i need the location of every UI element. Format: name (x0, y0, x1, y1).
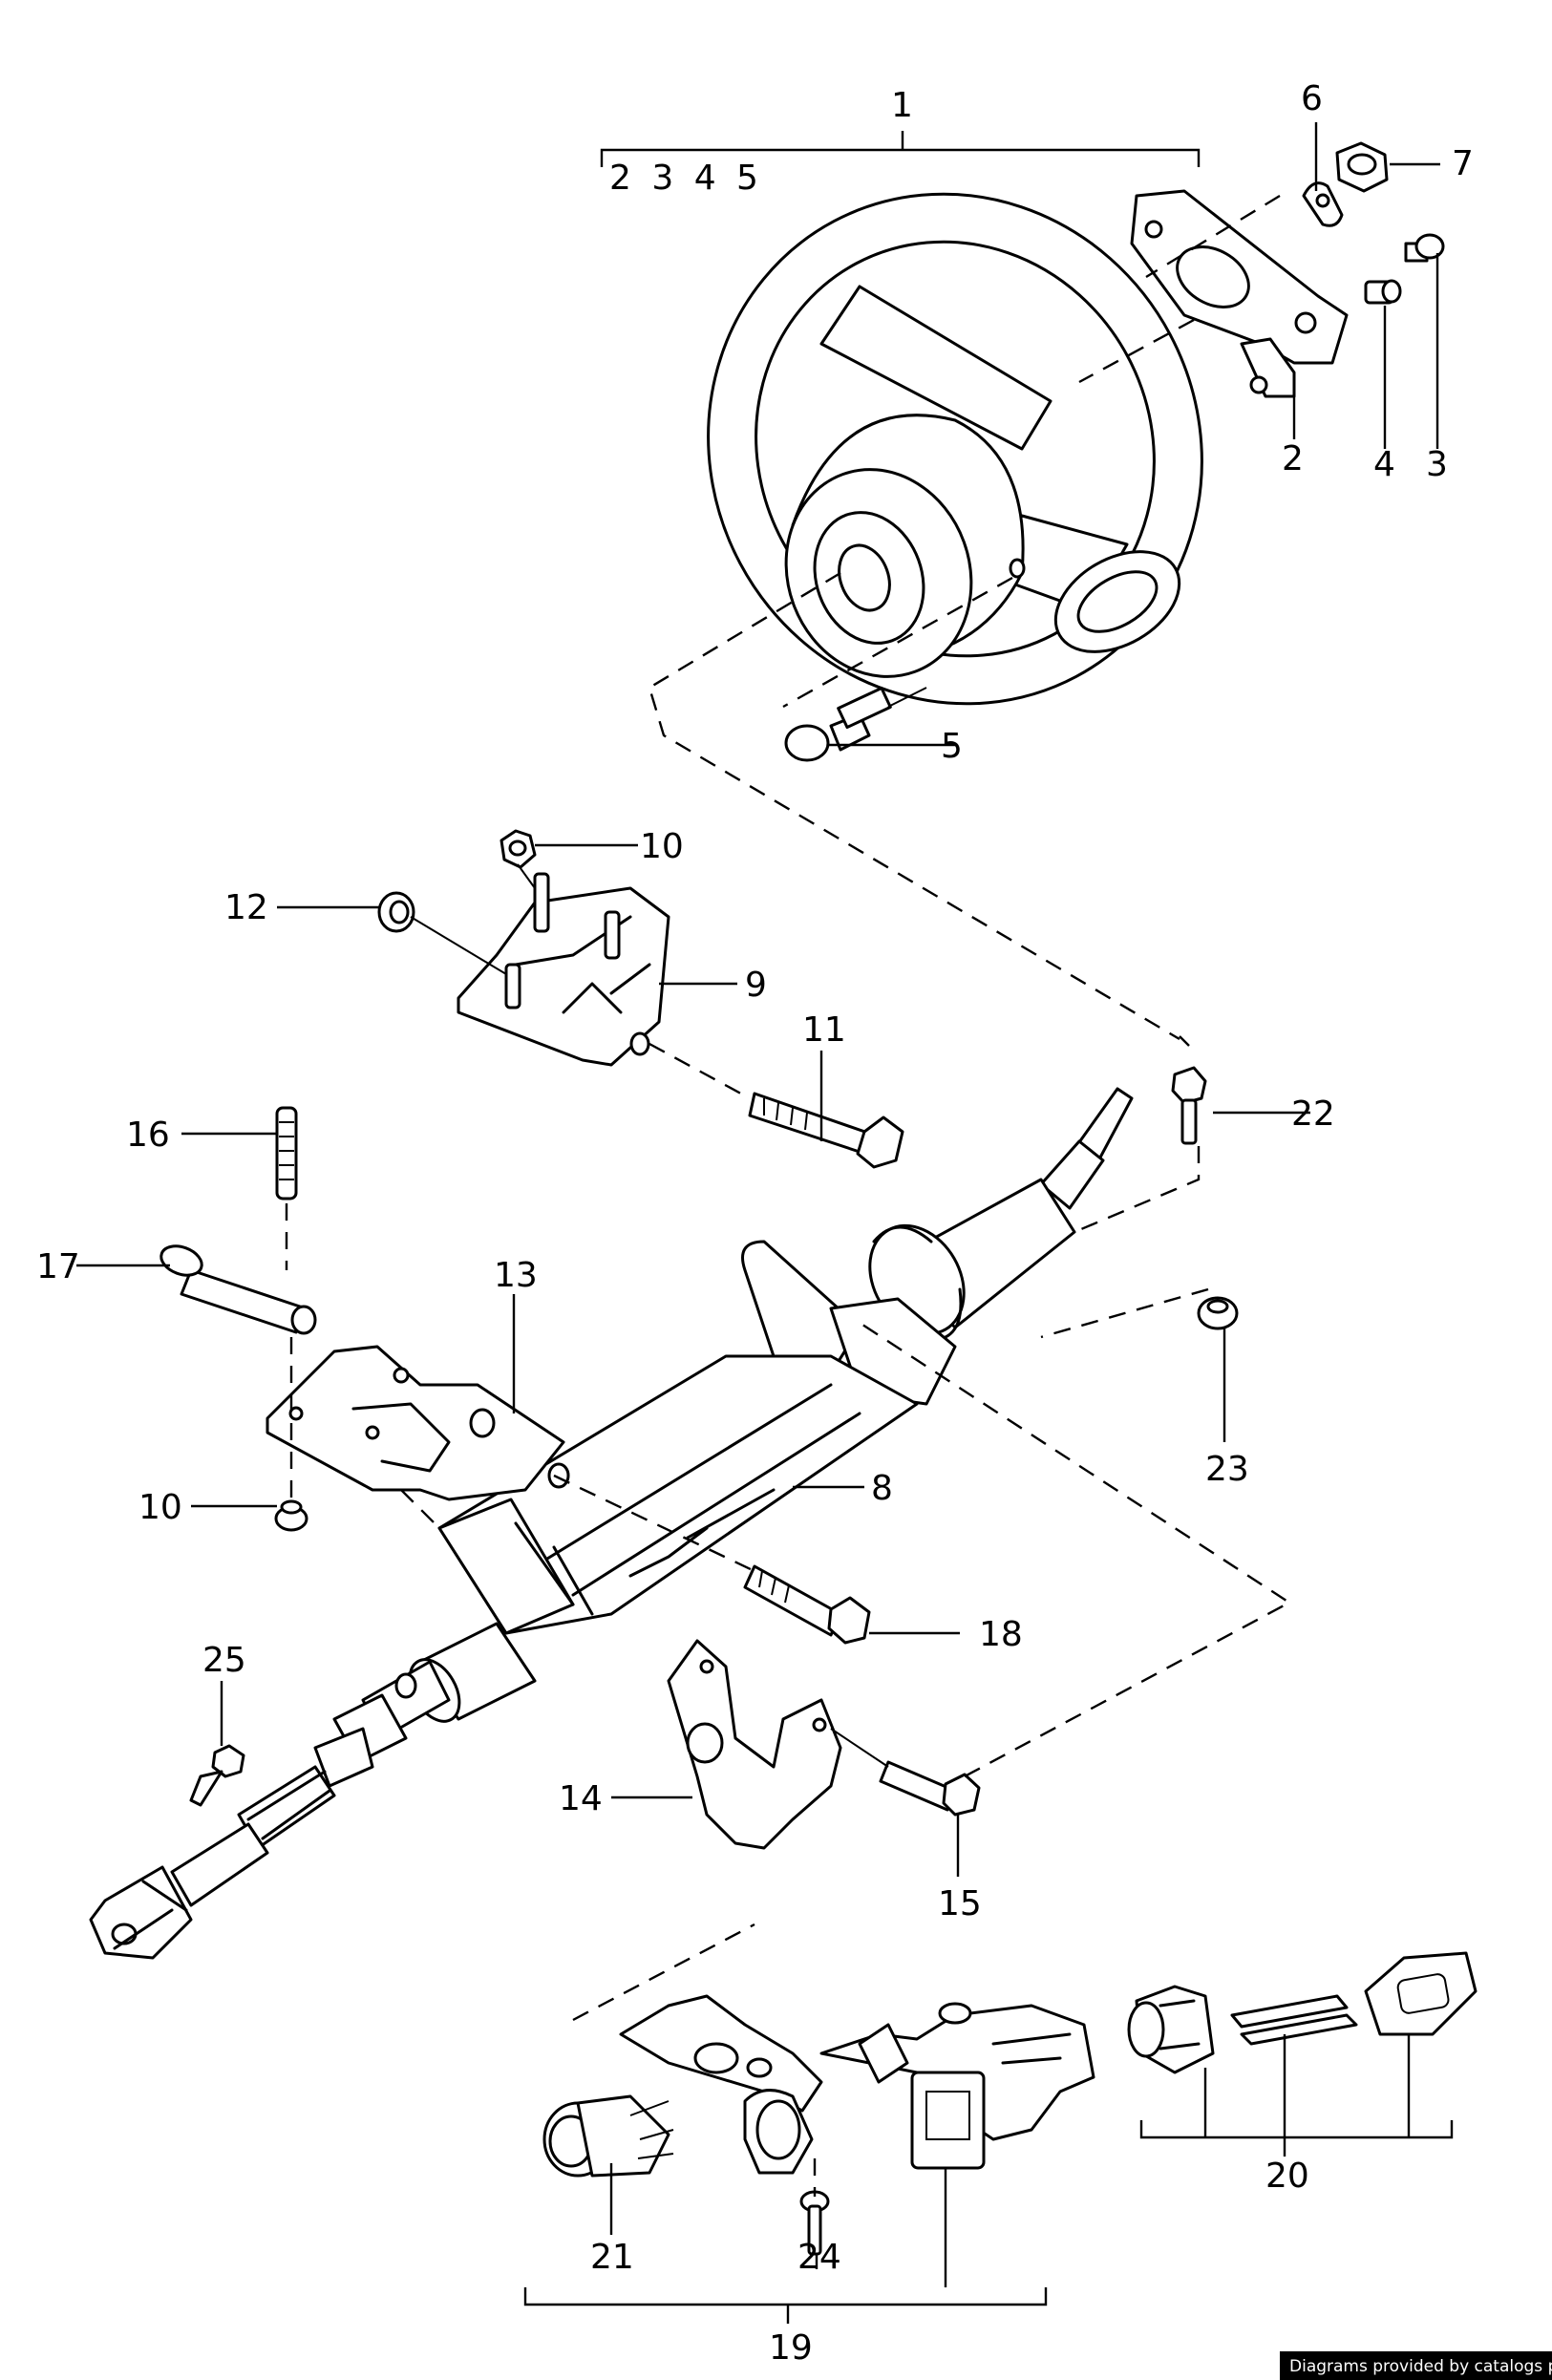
screw-part-24 (799, 2190, 830, 2256)
callout-4: 4 (1373, 445, 1395, 484)
callout-17: 17 (36, 1247, 80, 1286)
steering-wheel (707, 192, 1203, 706)
callout-23: 23 (1205, 1450, 1249, 1489)
switch-part-21 (542, 2094, 674, 2178)
callout-24: 24 (797, 2238, 841, 2277)
leader-lines (76, 122, 1440, 2287)
lock-cylinder-part-20 (1127, 1985, 1215, 2074)
callout-5: 5 (941, 727, 963, 766)
bracket-part-14 (667, 1639, 842, 1850)
bracket-group-20 (1139, 2034, 1454, 2157)
bolt-part-18 (743, 1564, 871, 1645)
callout-25: 25 (202, 1641, 246, 1680)
callout-9: 9 (745, 966, 767, 1005)
callout-19: 19 (769, 2328, 813, 2368)
pin-part-4 (1364, 279, 1402, 305)
callout-7: 7 (1452, 144, 1474, 183)
wheel-mounting-plate (1130, 189, 1349, 398)
callout-18: 18 (979, 1615, 1023, 1654)
nut-part-7 (1335, 141, 1389, 193)
bracket-group-1 (600, 131, 1201, 167)
callout-1: 1 (891, 86, 913, 125)
credit-text: Diagrams provided by catalogs parts (1289, 2357, 1552, 2376)
bolt-part-25 (189, 1744, 245, 1807)
upper-bracket-part-9 (457, 872, 670, 1067)
callout-8: 8 (871, 1469, 893, 1508)
callout-22: 22 (1291, 1094, 1335, 1134)
key-blade-part-20 (1230, 1994, 1358, 2046)
callout-21: 21 (590, 2238, 634, 2277)
bolt-part-5 (784, 686, 892, 762)
callout-16: 16 (126, 1116, 170, 1155)
callout-13: 13 (494, 1256, 538, 1295)
bracket-group-19 (523, 2287, 1048, 2324)
credit-banner: Diagrams provided by catalogs parts (1280, 2351, 1552, 2380)
callout-1-sub: 2 3 4 5 (609, 159, 758, 198)
nut-part-10-upper (500, 829, 537, 869)
callout-15: 15 (938, 1884, 982, 1923)
callout-10-upper: 10 (640, 827, 684, 866)
screw-part-3 (1404, 233, 1445, 263)
alignment-lines-upper (648, 194, 1281, 1041)
callout-12: 12 (224, 888, 268, 927)
callout-20: 20 (1265, 2157, 1309, 2196)
callout-6: 6 (1301, 79, 1323, 118)
callout-10-lower: 10 (138, 1488, 182, 1527)
bolt-part-11 (748, 1092, 904, 1169)
long-bolt-part-17 (159, 1244, 317, 1335)
callout-14: 14 (559, 1779, 603, 1818)
callout-labels: 1 2 3 4 5 6 7 2 4 3 5 10 12 9 11 16 22 1… (36, 79, 1474, 2368)
callout-3: 3 (1426, 445, 1448, 484)
callout-11: 11 (802, 1010, 846, 1050)
bracket-part-13 (266, 1345, 570, 1501)
callout-2: 2 (1282, 439, 1304, 478)
bolt-part-15 (879, 1760, 981, 1817)
cap-part-12 (377, 891, 415, 933)
clip-part-6 (1302, 181, 1344, 227)
steering-column-part-8 (89, 1087, 1134, 1960)
bolt-part-22 (1171, 1066, 1207, 1145)
nut-part-10-lower (274, 1499, 308, 1532)
ignition-lock-part-19 (619, 1994, 1095, 2175)
stud-part-16 (275, 1106, 298, 1201)
key-head-part-20 (1364, 1951, 1478, 2036)
grommet-part-23 (1197, 1296, 1239, 1330)
